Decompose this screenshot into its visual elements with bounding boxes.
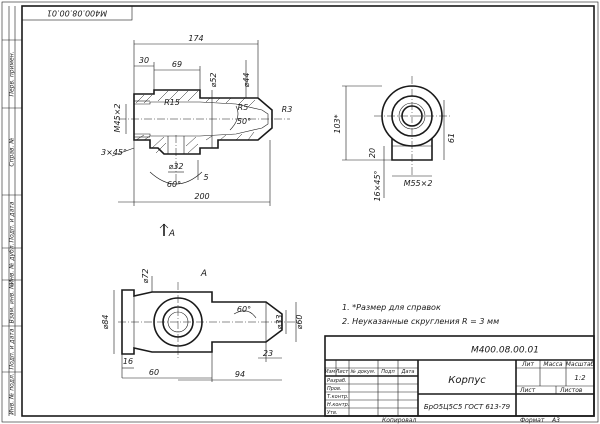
title-part-name: Корпус [448, 375, 486, 386]
note-1: 1. *Размер для справок [342, 303, 441, 312]
title-material: БрО5Ц5С5 ГОСТ 613-79 [424, 403, 511, 411]
dim-m55: M55×2 [404, 179, 433, 188]
dim-200: 200 [194, 192, 209, 201]
tb-mass: Масса [543, 361, 562, 368]
dim-94: 94 [235, 370, 245, 379]
tb-lit: Лит [521, 361, 534, 368]
footer-kopiroval: Копировал [382, 417, 416, 424]
dim-20: 20 [368, 148, 377, 158]
strip-podp-data-1: Подп. и дата [9, 201, 16, 242]
dim-5: 5 [203, 173, 208, 182]
top-stamp-box: М400.08.00.01 [21, 5, 133, 21]
dim-60: 60 [149, 368, 159, 377]
dim-d33: ⌀33 [275, 315, 284, 330]
dim-d32: ⌀32 [169, 162, 184, 171]
dim-r5: R5 [238, 103, 249, 112]
tb-utv: Утв. [327, 410, 338, 416]
tb-prov: Пров. [327, 386, 342, 392]
dim-3x45: 3×45° [101, 148, 127, 157]
dim-m45: M45×2 [113, 104, 122, 133]
sheet-inner-frame [21, 5, 595, 417]
dim-d84: ⌀84 [101, 315, 110, 330]
tb-data: Дата [401, 369, 415, 375]
dim-23: 23 [263, 349, 273, 358]
dim-r15: R15 [164, 98, 180, 107]
dim-50deg: 50° [237, 117, 251, 126]
dim-d44: ⌀44 [242, 73, 251, 88]
dim-103: 103* [333, 114, 342, 133]
tb-tkontr: Т.контр. [327, 394, 349, 400]
tb-ndoc: № докум. [350, 369, 376, 375]
note-2: 2. Неуказанные скругления R = 3 мм [342, 317, 499, 326]
tb-sheet: Лист [519, 387, 536, 394]
title-block: М400.08.00.01 Изм Лист № докум. Подп Дат… [324, 335, 595, 417]
dim-69: 69 [172, 60, 182, 69]
dim-174: 174 [188, 34, 203, 43]
tb-sheets: Листов [559, 387, 583, 394]
dim-d72: ⌀72 [141, 269, 150, 284]
section-arrow-a: A [159, 223, 175, 239]
strip-inv-podl: Инв. № подл. [9, 373, 16, 414]
side-view: 103* 61 20 16×45° M55×2 [333, 76, 456, 202]
tb-podp: Подп [381, 369, 395, 375]
footer-format: Формат [520, 417, 545, 424]
dim-r3: R3 [282, 105, 293, 114]
dim-60deg-plan: 60° [237, 305, 251, 314]
section-arrow-label: A [168, 229, 175, 239]
tb-scale: Масштаб [566, 361, 595, 368]
title-designation: М400.08.00.01 [471, 346, 539, 356]
top-stamp-text: М400.08.00.01 [47, 9, 107, 18]
strip-sprav: Справ. № [9, 137, 16, 166]
dim-d52: ⌀52 [209, 73, 218, 88]
left-strip: Перв. примен. Справ. № Подп. и дата Инв.… [2, 6, 22, 416]
strip-podp-data-2: Подп. и дата [9, 328, 16, 369]
dim-16: 16 [123, 357, 133, 366]
tb-izm: Изм [325, 369, 335, 375]
dim-60deg: 60° [167, 180, 181, 189]
front-section-view: 174 30 69 ⌀52 ⌀44 M45×2 R15 R5 R3 50° 3×… [101, 34, 292, 206]
plan-view-a: A ⌀72 ⌀84 60° ⌀33 ⌀60 16 60 23 [101, 269, 304, 382]
tb-nkontr: Н.контр. [327, 402, 349, 408]
dim-30: 30 [139, 56, 149, 65]
strip-vzam-inv: Взам. инв. № [9, 283, 16, 324]
footer-format-value: А3 [551, 417, 560, 424]
strip-perv-primen: Перв. примен. [9, 51, 16, 96]
strip-inv-dubl: Инв. № дубл. [9, 243, 16, 284]
dim-61: 61 [447, 133, 456, 143]
dim-d60: ⌀60 [295, 315, 304, 330]
view-a-label: A [200, 269, 207, 279]
tb-list: Лист [335, 369, 350, 375]
tb-razrab: Разраб. [327, 378, 347, 384]
dim-16x45: 16×45° [373, 170, 382, 201]
tb-scale-value: 1:2 [574, 374, 586, 382]
